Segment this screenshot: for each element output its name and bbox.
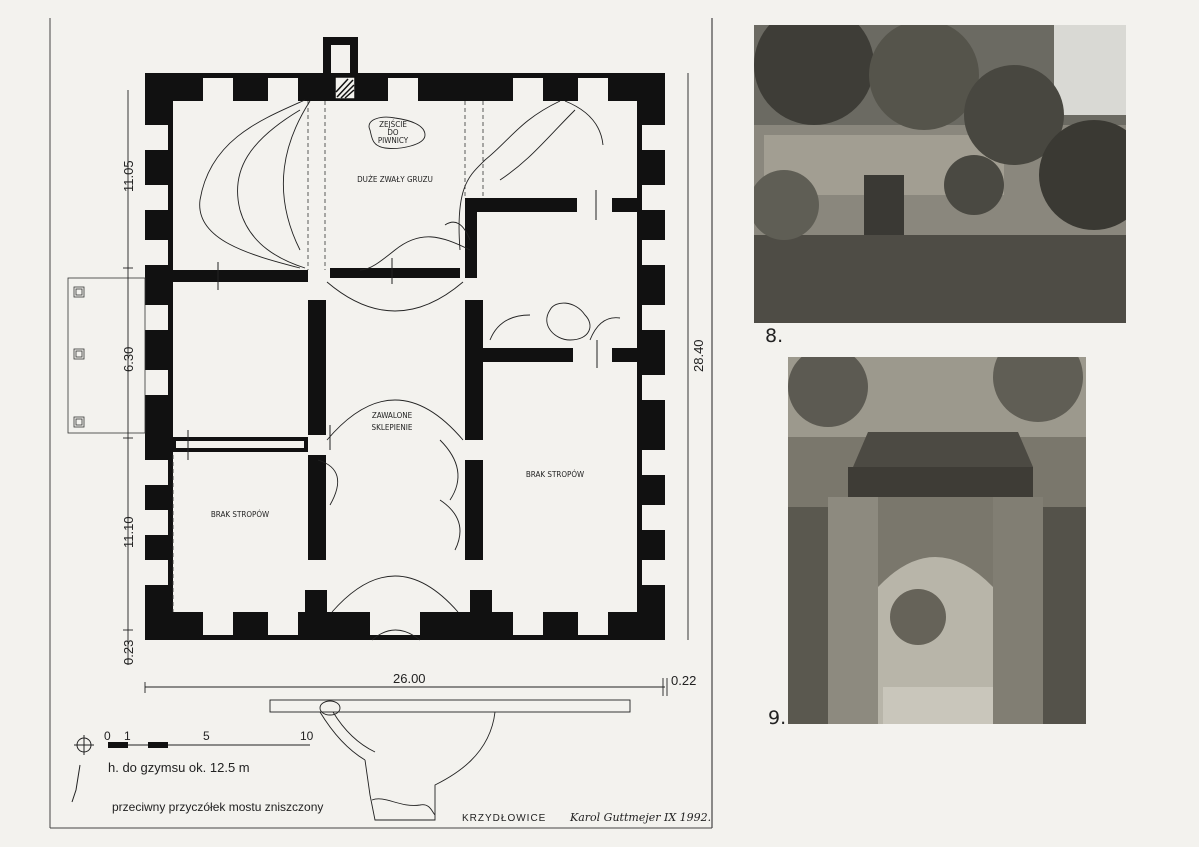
stairs-note-line3: PIWNICY: [378, 136, 409, 145]
photo-8-number: 8.: [765, 325, 784, 347]
dim-right-total: 28.40: [691, 339, 706, 372]
scale-tick-5: 5: [203, 729, 210, 743]
dim-left-bottom: 11.10: [121, 516, 136, 548]
dim-left-small: 0.23: [121, 640, 136, 665]
vault-label-line2: SKLEPIENIE: [372, 423, 413, 432]
vault-label-line1: ZAWALONE: [372, 411, 413, 420]
bridge-note: przeciwny przyczółek mostu zniszczony: [112, 800, 324, 814]
room-label-left: BRAK STROPÓW: [211, 508, 269, 519]
photo-9-number: 9.: [768, 707, 787, 729]
author-signature: Karol Guttmejer IX 1992.: [570, 811, 712, 824]
photo-8-ruin-facade: [754, 25, 1126, 323]
scale-tick-1: 1: [124, 729, 131, 743]
stairs-note-line2: DO: [387, 128, 399, 137]
dim-left-middle: 6.30: [121, 347, 136, 372]
cornice-height-note: h. do gzymsu ok. 12.5 m: [108, 760, 250, 775]
rubble-label: DUŻE ZWAŁY GRUZU: [357, 174, 433, 184]
place-name: KRZYDŁOWICE: [462, 813, 547, 824]
room-label-right: BRAK STROPÓW: [526, 468, 584, 479]
photo-9-portal-balcony: [788, 357, 1086, 724]
stairs-note-line1: ZEJŚCIE: [379, 118, 407, 129]
scale-tick-10: 10: [300, 729, 314, 743]
dim-left-top: 11.05: [121, 160, 136, 192]
scale-tick-0: 0: [104, 729, 111, 743]
dim-bottom-total: 26.00: [393, 671, 426, 686]
dim-bottom-extra: 0.22: [671, 673, 696, 688]
